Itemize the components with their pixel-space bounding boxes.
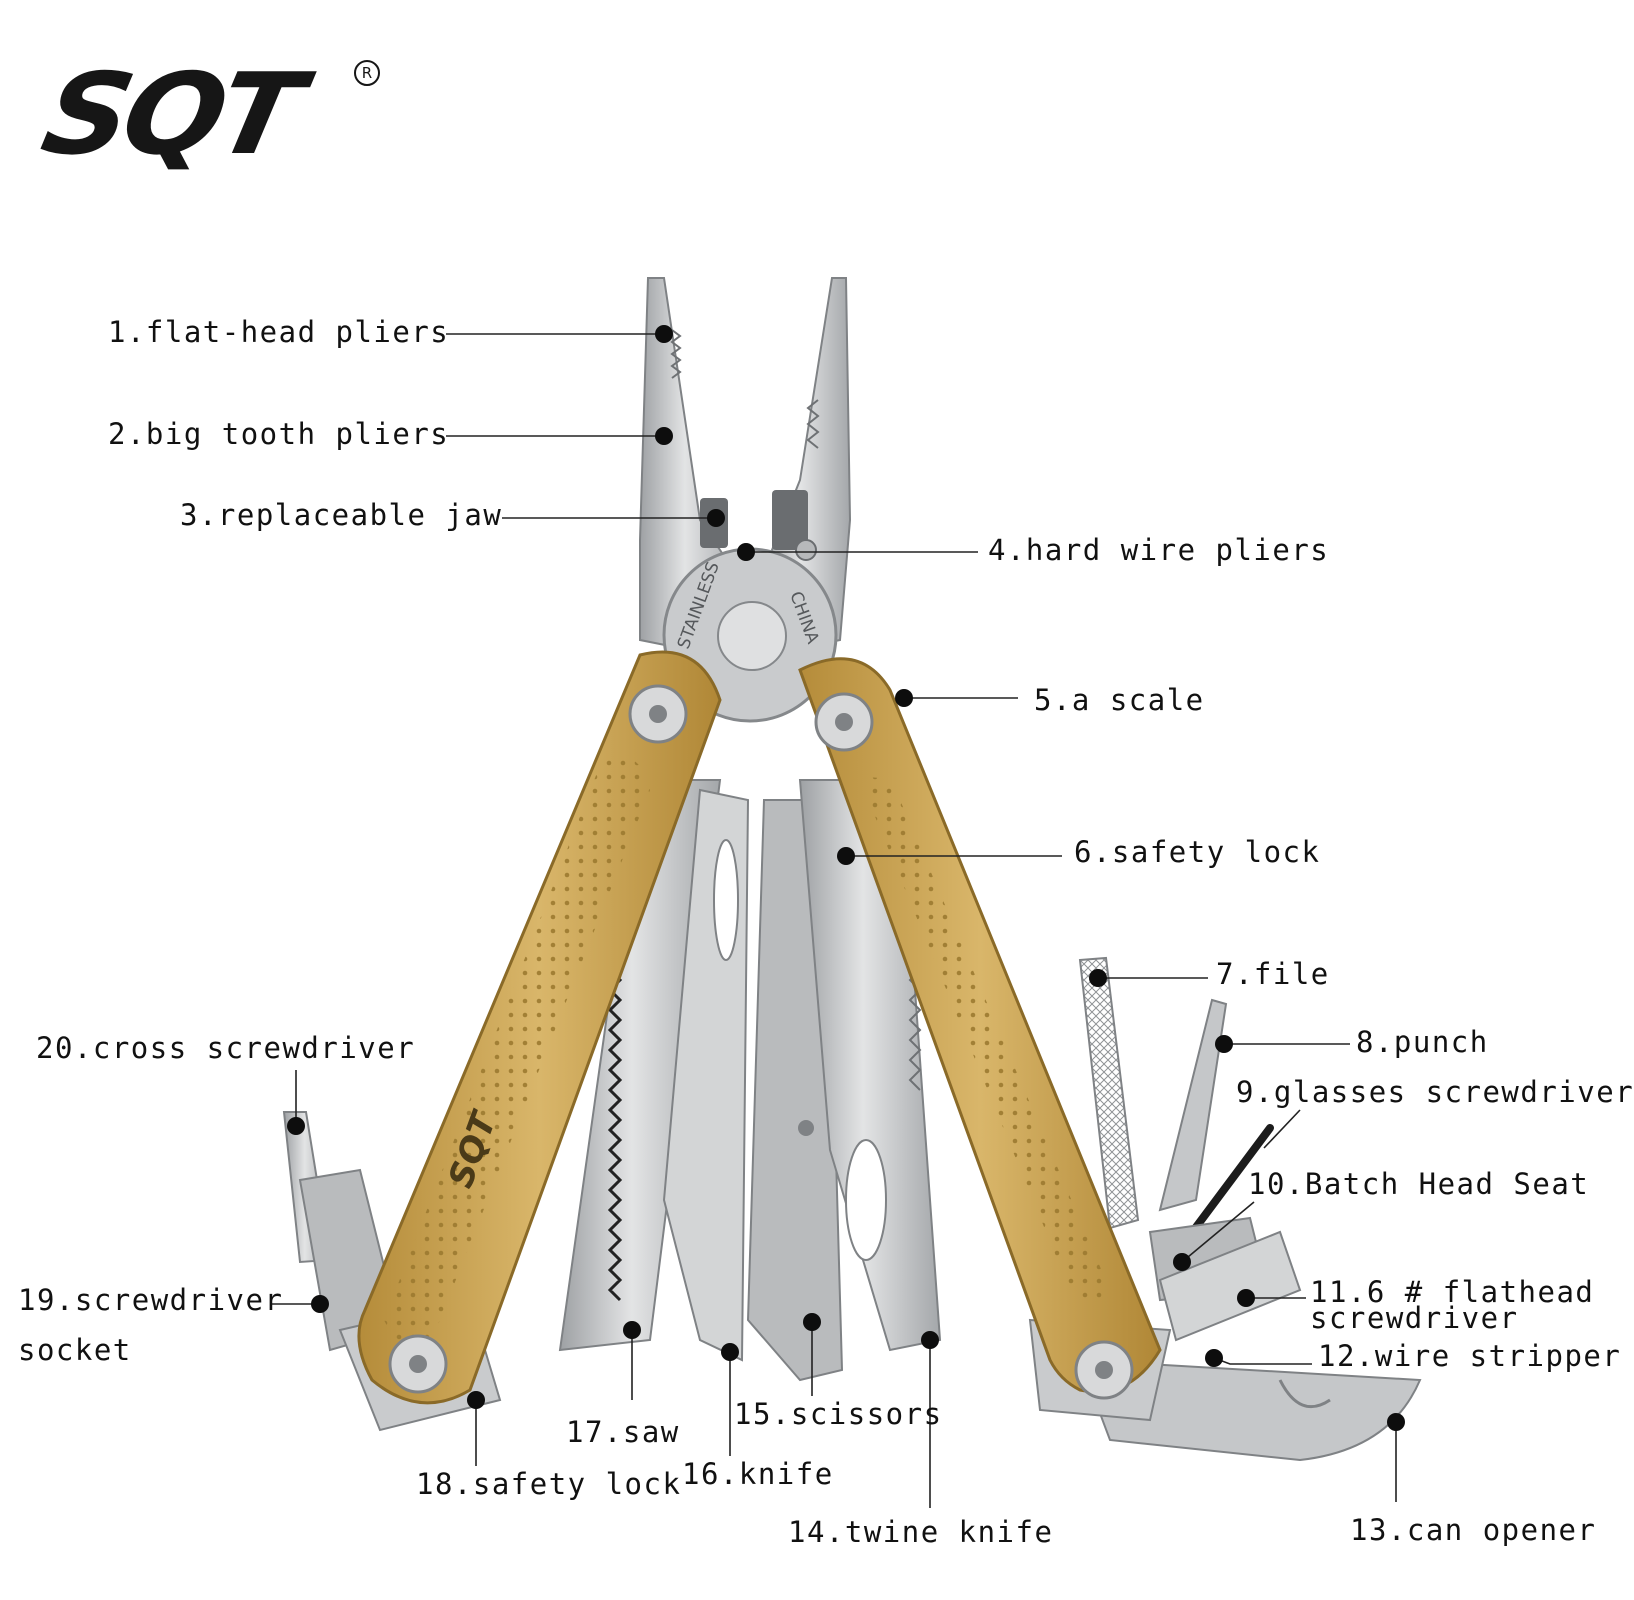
label-wire-stripper: 12.wire stripper: [1318, 1339, 1622, 1373]
leader-dot-batch-head-seat: [1173, 1253, 1191, 1271]
label-big-tooth-pliers: 2.big tooth pliers: [108, 417, 450, 451]
leader-dot-twine-knife: [921, 1331, 939, 1349]
wire-stripper-notch: [1278, 1379, 1331, 1409]
leader-line-glasses-screwdriver: [1263, 1109, 1301, 1149]
twine-knife-hook: [845, 1139, 887, 1261]
leader-dot-saw: [623, 1321, 641, 1339]
leader-dot-big-tooth-pliers: [655, 427, 673, 445]
right-jaw-block: [772, 490, 808, 550]
label-knife: 16.knife: [682, 1457, 834, 1491]
leader-dot-flathead-screwdriver: [1237, 1289, 1255, 1307]
leader-dot-screwdriver-socket: [311, 1295, 329, 1313]
leader-dot-scissors: [803, 1313, 821, 1331]
saw-blade: [558, 779, 722, 1352]
jaw-teeth-right: [806, 399, 820, 449]
label-glasses-screwdriver: 9.glasses screwdriver: [1236, 1075, 1634, 1109]
plier-jaws: [639, 277, 852, 652]
label-flat-head-pliers: 1.flat-head pliers: [108, 315, 450, 349]
right-fan-tools: [1078, 956, 1422, 1462]
label-safety-lock-18: 18.safety lock: [416, 1467, 682, 1501]
leader-dot-safety-lock-6: [837, 847, 855, 865]
leader-dot-cross-screwdriver: [287, 1117, 305, 1135]
label-a-scale: 5.a scale: [1034, 683, 1205, 717]
can-opener-tool: [1078, 1358, 1422, 1462]
file-tool: [1078, 956, 1140, 1230]
leader-dot-punch: [1215, 1035, 1233, 1053]
leader-line-batch-head-seat: [1181, 1201, 1255, 1263]
label-batch-head-seat: 10.Batch Head Seat: [1248, 1167, 1590, 1201]
leader-dot-safety-lock-18: [467, 1391, 485, 1409]
label-flathead-screwdriver: 11.6 # flathead: [1310, 1275, 1595, 1309]
leader-dot-flat-head-pliers: [655, 325, 673, 343]
label-can-opener: 13.can opener: [1350, 1513, 1597, 1547]
jaw-screw: [795, 539, 817, 561]
left-handle: SQT: [357, 650, 722, 1405]
multitool-illustration: STAINLESS CHINA: [270, 277, 1422, 1508]
label-flathead-screwdriver-line2: screwdriver: [1310, 1301, 1519, 1335]
diagram-stage: SQT R: [18, 48, 1633, 1549]
leader-dot-can-opener: [1387, 1413, 1405, 1431]
label-twine-knife: 14.twine knife: [788, 1515, 1054, 1549]
flathead-tool: [1158, 1230, 1302, 1342]
registered-mark: R: [354, 60, 380, 86]
label-file: 7.file: [1216, 957, 1330, 991]
leader-lines: [270, 325, 1405, 1508]
knife-hole: [713, 839, 739, 961]
label-hard-wire-pliers: 4.hard wire pliers: [988, 533, 1330, 567]
leader-line-wire-stripper: [1213, 1357, 1312, 1365]
jaw-teeth-left: [670, 329, 682, 379]
label-punch: 8.punch: [1356, 1025, 1489, 1059]
label-screwdriver-socket-line2: socket: [18, 1333, 132, 1367]
leader-dot-file: [1089, 969, 1107, 987]
leader-dot-replaceable-jaw: [707, 509, 725, 527]
label-cross-screwdriver: 20.cross screwdriver: [36, 1031, 416, 1065]
label-safety-lock-6: 6.safety lock: [1074, 835, 1321, 869]
leader-dot-wire-stripper: [1205, 1349, 1223, 1367]
leader-dot-knife: [721, 1343, 739, 1361]
label-scissors: 15.scissors: [734, 1397, 943, 1431]
leader-dot-a-scale: [895, 689, 913, 707]
label-replaceable-jaw: 3.replaceable jaw: [180, 498, 503, 532]
label-screwdriver-socket: 19.screwdriver: [18, 1283, 284, 1317]
leader-dot-hard-wire-pliers: [737, 543, 755, 561]
label-saw: 17.saw: [566, 1415, 680, 1449]
right-handle: [798, 657, 1162, 1400]
punch-tool: [1158, 998, 1228, 1212]
